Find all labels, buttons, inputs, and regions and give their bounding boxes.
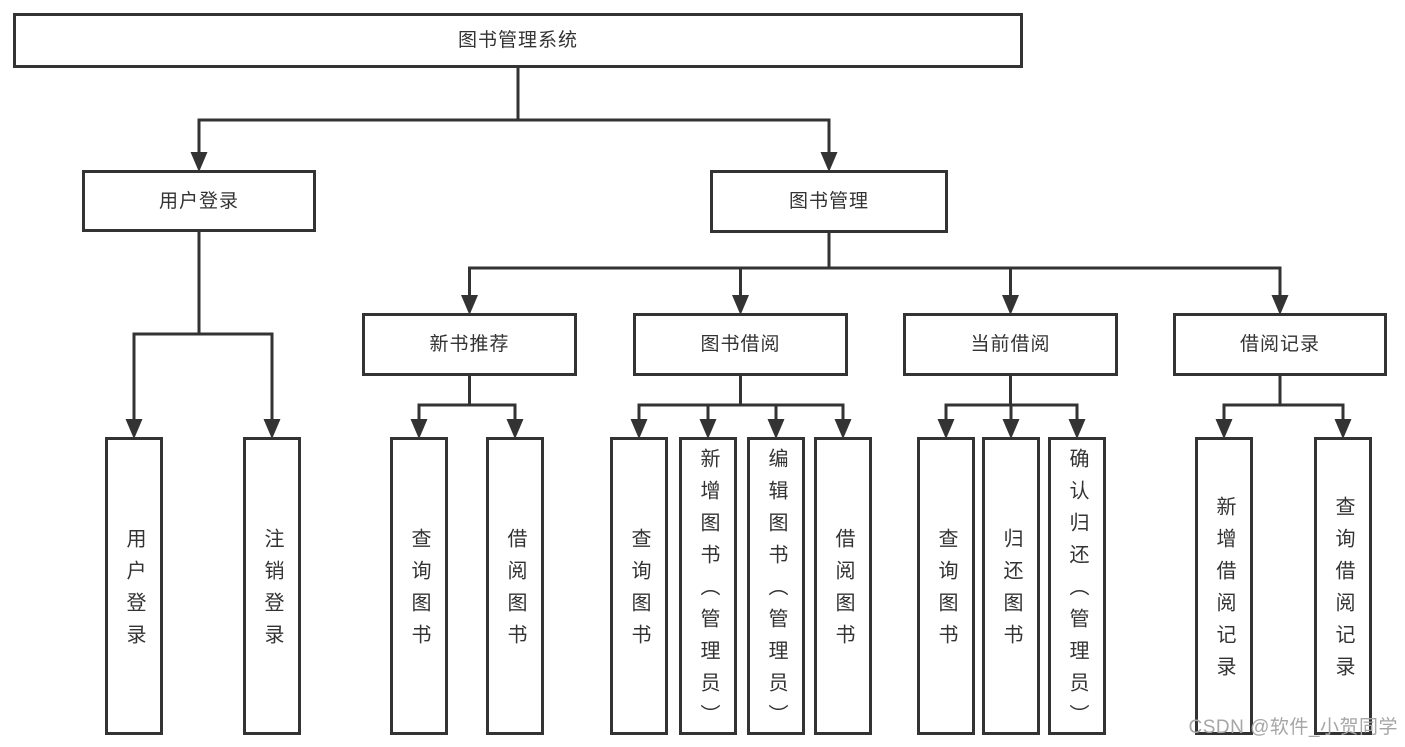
node-leaf-query-books-borrow: 查询图书 <box>610 437 668 735</box>
node-leaf-return-books: 归还图书 <box>982 437 1040 735</box>
node-root: 图书管理系统 <box>13 13 1023 68</box>
node-leaf-add-books: 新增图书（管理员） <box>679 437 737 736</box>
arrowhead-leaf-borrow-books-rec <box>506 419 524 439</box>
watermark: CSDN @软件_小贺同学 <box>1188 717 1398 738</box>
node-label: 查询图书 <box>628 528 650 656</box>
node-book-borrow: 图书借阅 <box>633 313 848 376</box>
arrowhead-current-borrow <box>1002 295 1019 315</box>
node-label: 图书管理 <box>788 191 869 212</box>
node-current-borrow: 当前借阅 <box>903 313 1118 376</box>
node-leaf-query-books-current: 查询图书 <box>917 437 975 735</box>
node-label: 注销登录 <box>261 528 283 656</box>
arrowhead-leaf-query-books-rec <box>410 419 428 439</box>
node-label: 确认归还（管理员） <box>1066 448 1088 736</box>
node-label: 用户登录 <box>158 190 239 212</box>
node-label: 借阅图书 <box>832 528 854 656</box>
arrowhead-leaf-borrow-books <box>834 419 852 439</box>
arrowhead-leaf-add-books <box>699 419 717 439</box>
node-label: 图书借阅 <box>700 334 781 355</box>
node-label: 新增借阅记录 <box>1213 496 1235 688</box>
node-book-mgmt: 图书管理 <box>710 170 948 233</box>
node-label: 查询图书 <box>408 528 430 656</box>
node-label: 借阅记录 <box>1239 334 1320 355</box>
node-label: 新书推荐 <box>429 334 510 355</box>
node-label: 编辑图书（管理员） <box>765 448 787 736</box>
node-leaf-borrow-books: 借阅图书 <box>814 437 872 735</box>
node-label: 图书管理系统 <box>457 30 578 51</box>
node-label: 用户登录 <box>123 528 145 656</box>
node-leaf-add-borrow-record: 新增借阅记录 <box>1195 437 1253 735</box>
node-label: 新增图书（管理员） <box>697 448 719 736</box>
node-label: 借阅图书 <box>504 528 526 656</box>
arrowhead-user-login <box>190 152 208 172</box>
node-label: 当前借阅 <box>970 334 1051 355</box>
arrowhead-leaf-confirm-return <box>1068 419 1086 439</box>
arrowhead-leaf-return-books <box>1002 419 1020 439</box>
node-leaf-logout: 注销登录 <box>243 437 301 735</box>
arrowhead-book-borrow <box>732 295 749 315</box>
node-borrow-records: 借阅记录 <box>1173 313 1387 376</box>
node-new-book-rec: 新书推荐 <box>362 313 577 376</box>
node-leaf-query-borrow-record: 查询借阅记录 <box>1314 437 1372 735</box>
arrowhead-book-mgmt <box>820 152 838 172</box>
node-leaf-borrow-books-rec: 借阅图书 <box>486 437 544 735</box>
arrowhead-leaf-query-books-borrow <box>630 419 648 439</box>
node-leaf-user-login: 用户登录 <box>105 437 163 735</box>
arrowhead-leaf-query-books-current <box>937 419 955 439</box>
arrowhead-borrow-records <box>1271 295 1289 315</box>
arrowhead-leaf-edit-books <box>767 419 785 439</box>
node-label: 查询图书 <box>935 528 957 656</box>
node-label: 归还图书 <box>1000 528 1022 656</box>
node-leaf-edit-books: 编辑图书（管理员） <box>747 437 805 736</box>
arrowhead-leaf-logout <box>263 419 281 439</box>
arrowhead-leaf-user-login <box>125 419 143 439</box>
node-label: 查询借阅记录 <box>1332 496 1354 688</box>
node-leaf-confirm-return: 确认归还（管理员） <box>1048 437 1106 736</box>
node-leaf-query-books-rec: 查询图书 <box>390 437 448 735</box>
node-user-login: 用户登录 <box>82 170 316 232</box>
arrowhead-leaf-query-borrow-record <box>1334 419 1352 439</box>
arrowhead-leaf-add-borrow-record <box>1215 419 1233 439</box>
arrowhead-new-book-rec <box>461 295 478 315</box>
